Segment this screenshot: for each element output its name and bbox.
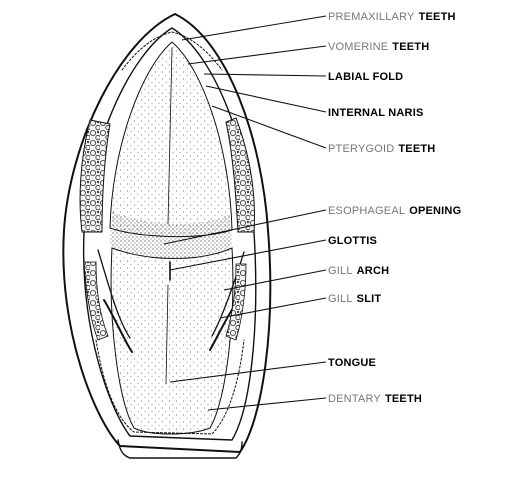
label-labial-fold: LABIAL FOLD xyxy=(328,71,403,83)
palate xyxy=(110,42,232,237)
label-premaxillary-teeth: PREMAXILLARYTEETH xyxy=(328,11,456,23)
label-tongue: TONGUE xyxy=(328,357,376,369)
label-gill-arch: GILLARCH xyxy=(328,265,389,277)
label-vomerine-teeth: VOMERINETEETH xyxy=(328,41,429,53)
label-internal-naris: INTERNAL NARIS xyxy=(328,107,424,119)
label-pterygoid-teeth: PTERYGOIDTEETH xyxy=(328,143,435,155)
label-esophageal-opening: ESOPHAGEALOPENING xyxy=(328,205,461,217)
label-dentary-teeth: DENTARYTEETH xyxy=(328,393,422,405)
label-gill-slit: GILLSLIT xyxy=(328,293,381,305)
labels: PREMAXILLARYTEETH VOMERINETEETH LABIAL F… xyxy=(328,11,461,405)
label-glottis: GLOTTIS xyxy=(328,235,377,247)
